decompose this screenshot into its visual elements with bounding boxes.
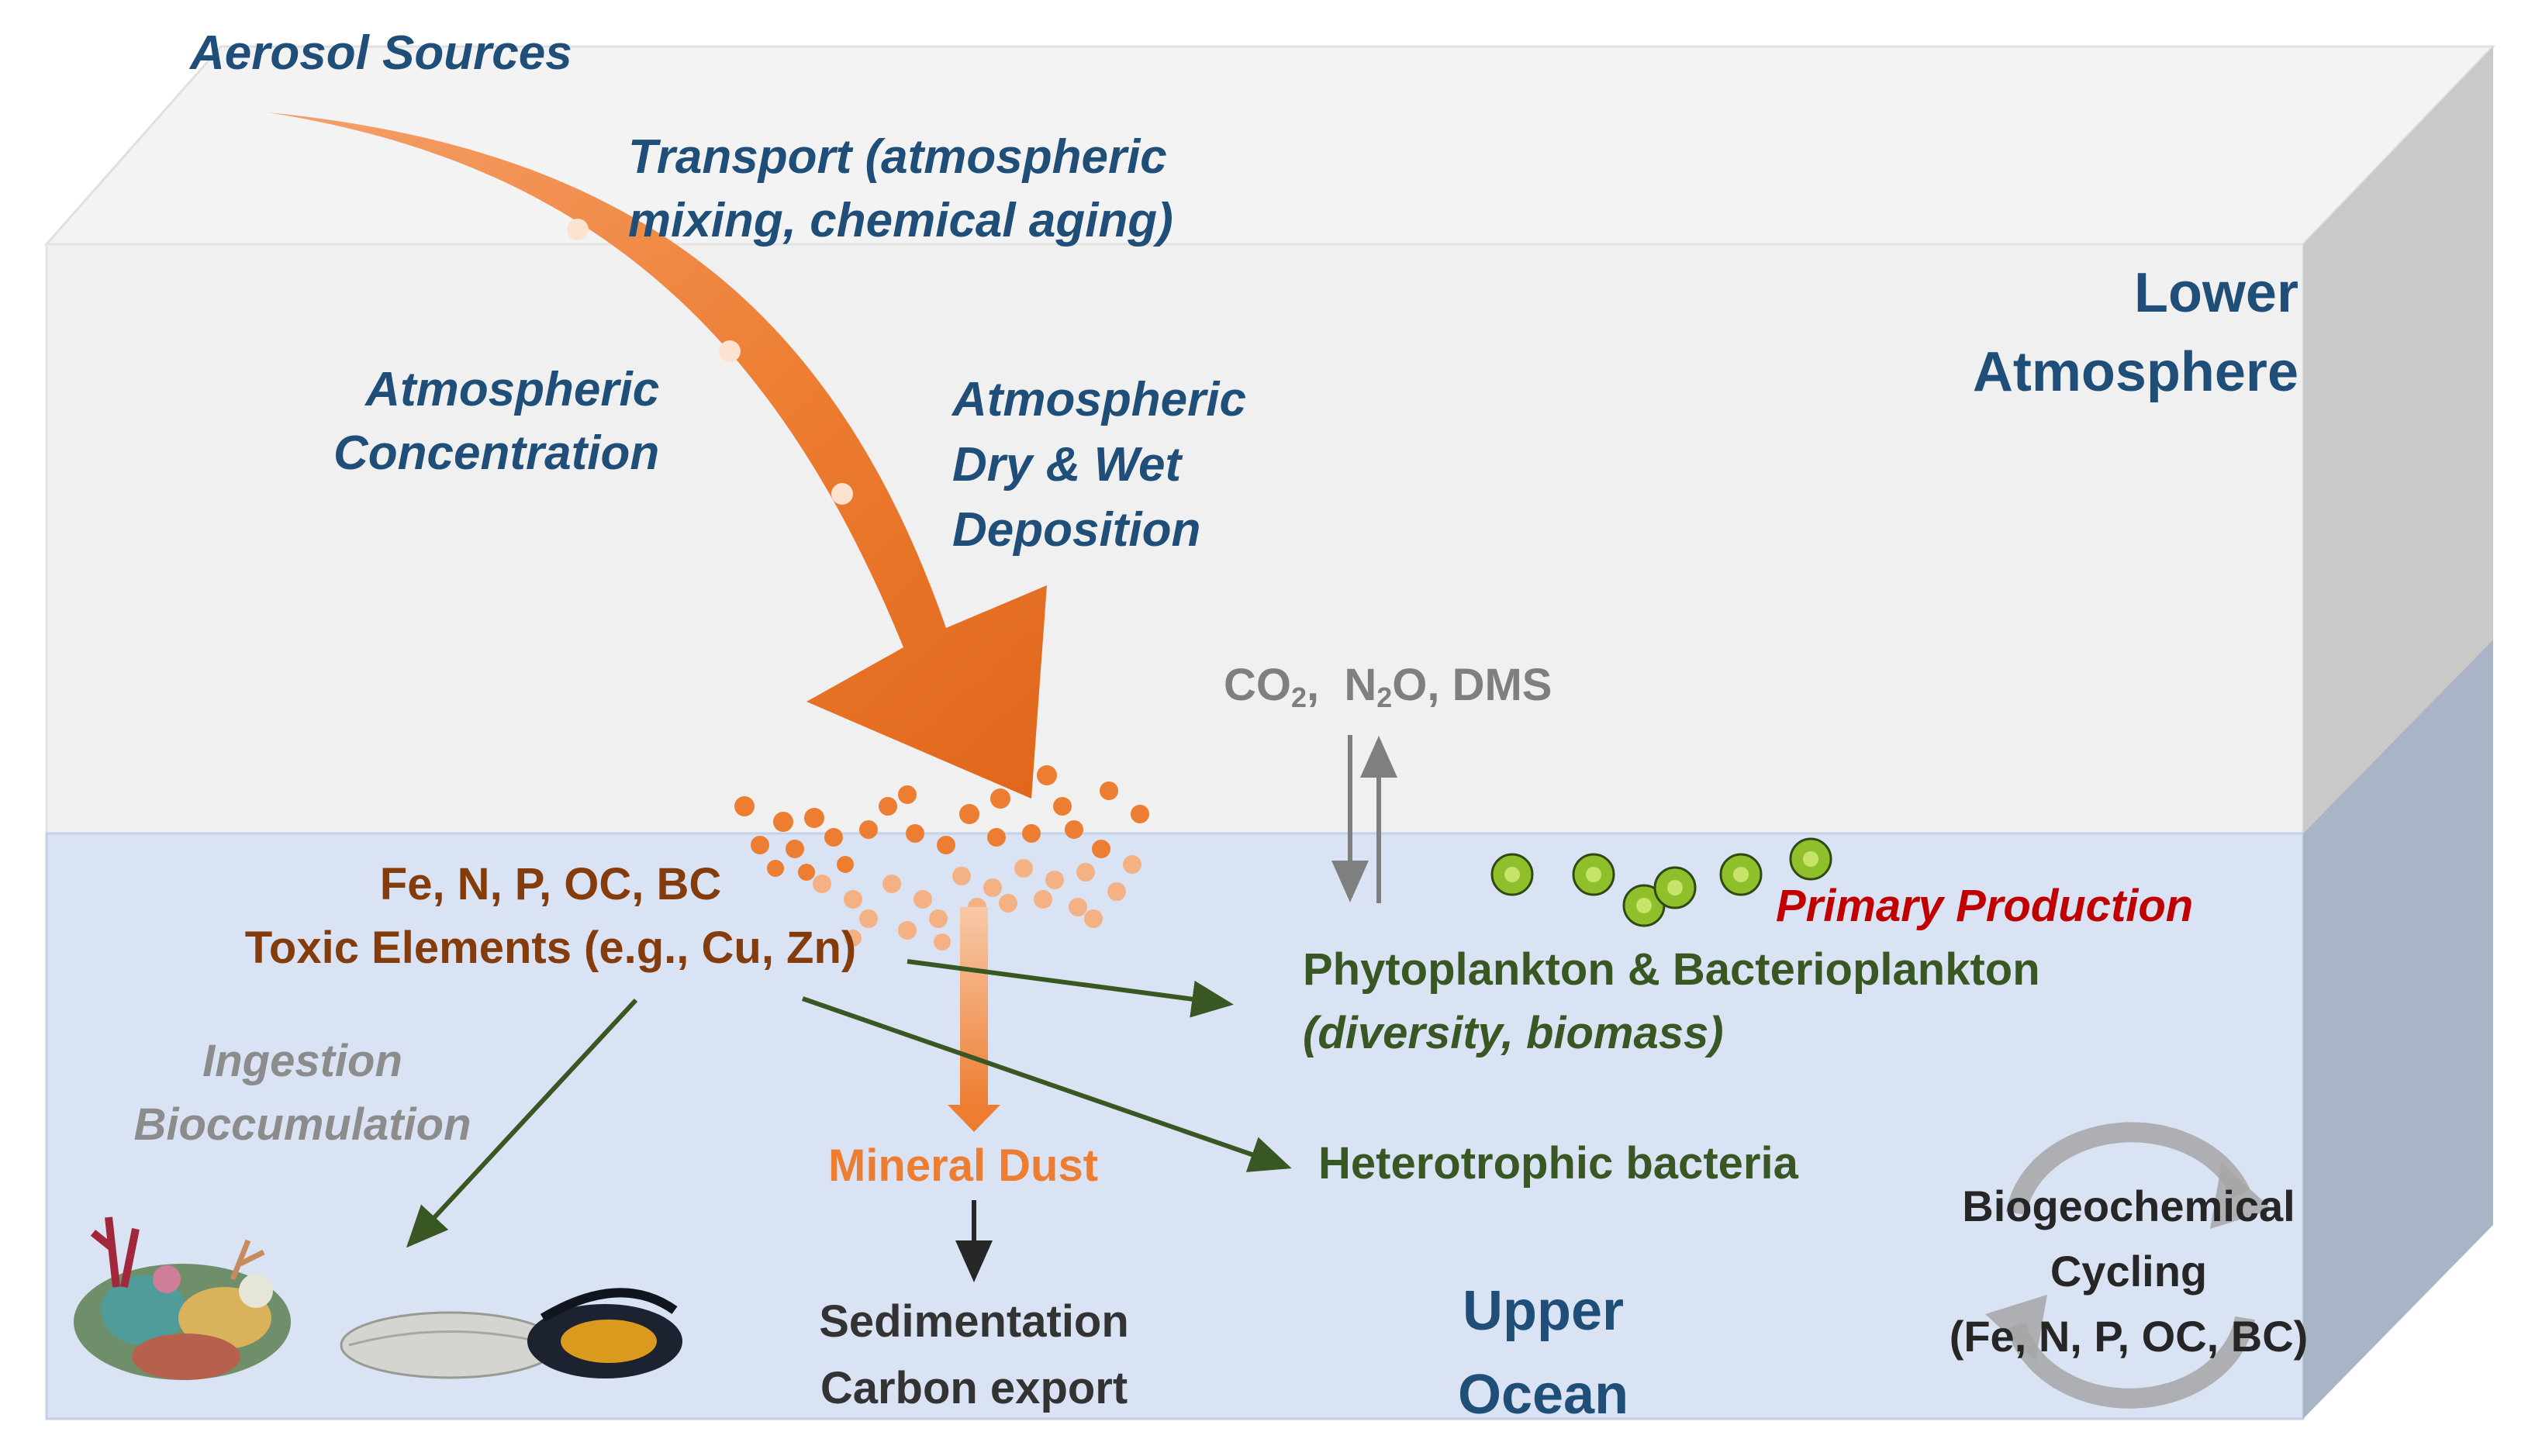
arrow-to-bacteria: [802, 996, 1292, 1172]
upper-ocean-label: Upper Ocean: [1396, 1283, 1691, 1423]
nutrients-label: Fe, N, P, OC, BC Toxic Elements (e.g., C…: [229, 862, 872, 971]
sedimentation-line-1: Sedimentation: [819, 1296, 1129, 1347]
deposition-label: Atmospheric Dry & Wet Deposition: [952, 376, 1246, 554]
cycling-arrowhead: [1985, 1295, 2047, 1361]
dust-down-arrow-head: [948, 1105, 1000, 1132]
arrow-to-organisms: [406, 998, 638, 1248]
mineral-dust-label: Mineral Dust: [828, 1140, 1099, 1191]
deposition-line-1: Atmospheric: [952, 373, 1246, 426]
particle-marker: [831, 483, 853, 505]
deposition-line-3: Deposition: [952, 503, 1201, 557]
plankton-label: Phytoplankton & Bacterioplankton (divers…: [1303, 947, 2040, 1056]
cycling-line-3: (Fe, N, P, OC, BC): [1949, 1312, 2309, 1361]
ingestion-line-1: Ingestion: [202, 1036, 402, 1086]
upper-ocean-line-2: Ocean: [1457, 1364, 1629, 1426]
gases-label: CO2, N2O, DMS: [1224, 660, 1552, 713]
transport-line-1: Transport (atmospheric: [628, 130, 1167, 184]
coral-reef-image: [74, 1216, 291, 1380]
heterotrophic-bacteria-label: Heterotrophic bacteria: [1318, 1138, 1798, 1189]
phytoplankton-cells: [1490, 837, 1832, 927]
dust-particles: [734, 765, 1149, 881]
lower-atmosphere-line-2: Atmosphere: [1972, 341, 2298, 403]
lower-atmosphere-line-1: Lower: [2133, 262, 2298, 324]
upper-ocean-line-1: Upper: [1462, 1280, 1625, 1342]
plankton-line: Phytoplankton & Bacterioplankton: [1303, 944, 2040, 995]
atmosphere-side-face: [2303, 47, 2493, 833]
transport-label: Transport (atmospheric mixing, chemical …: [628, 133, 1173, 245]
cycling-line-1: Biogeochemical: [1962, 1182, 2295, 1230]
deposition-line-2: Dry & Wet: [952, 438, 1182, 492]
cycling-arrowhead: [2210, 1163, 2272, 1229]
atmospheric-concentration-label: Atmospheric Concentration: [333, 366, 659, 478]
bivalve-image: [340, 1288, 682, 1379]
ocean-side-face: [2303, 640, 2493, 1419]
sedimentation-label: Sedimentation Carbon export: [775, 1299, 1173, 1411]
aerosol-sources-label: Aerosol Sources: [190, 26, 572, 80]
ingestion-label: Ingestion Bioccumulation: [124, 1039, 481, 1147]
nutrients-line-2: Toxic Elements (e.g., Cu, Zn): [244, 923, 857, 973]
cycling-arrows-icon: [2006, 1122, 2255, 1409]
dust-down-arrow-shaft: [960, 907, 988, 1107]
primary-production-label: Primary Production: [1776, 881, 2194, 931]
sedimentation-line-2: Carbon export: [820, 1363, 1128, 1413]
transport-line-2: mixing, chemical aging): [628, 194, 1173, 247]
concentration-line-1: Atmospheric: [365, 363, 660, 416]
cycling-line-2: Cycling: [2050, 1247, 2208, 1296]
dust-particles-light: [813, 855, 1141, 951]
particle-marker: [567, 219, 589, 240]
atmosphere-front-face: [45, 243, 2305, 835]
particle-marker: [719, 340, 741, 362]
nutrients-line-1: Fe, N, P, OC, BC: [379, 859, 722, 909]
arrow-to-plankton: [907, 959, 1234, 1018]
biogeochemical-cycling-label: Biogeochemical Cycling (Fe, N, P, OC, BC…: [1915, 1185, 2342, 1358]
deposition-arrow: [268, 112, 1047, 799]
lower-atmosphere-label: Lower Atmosphere: [1973, 265, 2298, 400]
ingestion-line-2: Bioccumulation: [133, 1099, 471, 1150]
concentration-line-2: Concentration: [333, 426, 660, 480]
gas-n2o: N2O, DMS: [1344, 660, 1552, 713]
gas-co2: CO2: [1224, 660, 1307, 713]
plankton-sub-line: (diversity, biomass): [1303, 1008, 1724, 1058]
